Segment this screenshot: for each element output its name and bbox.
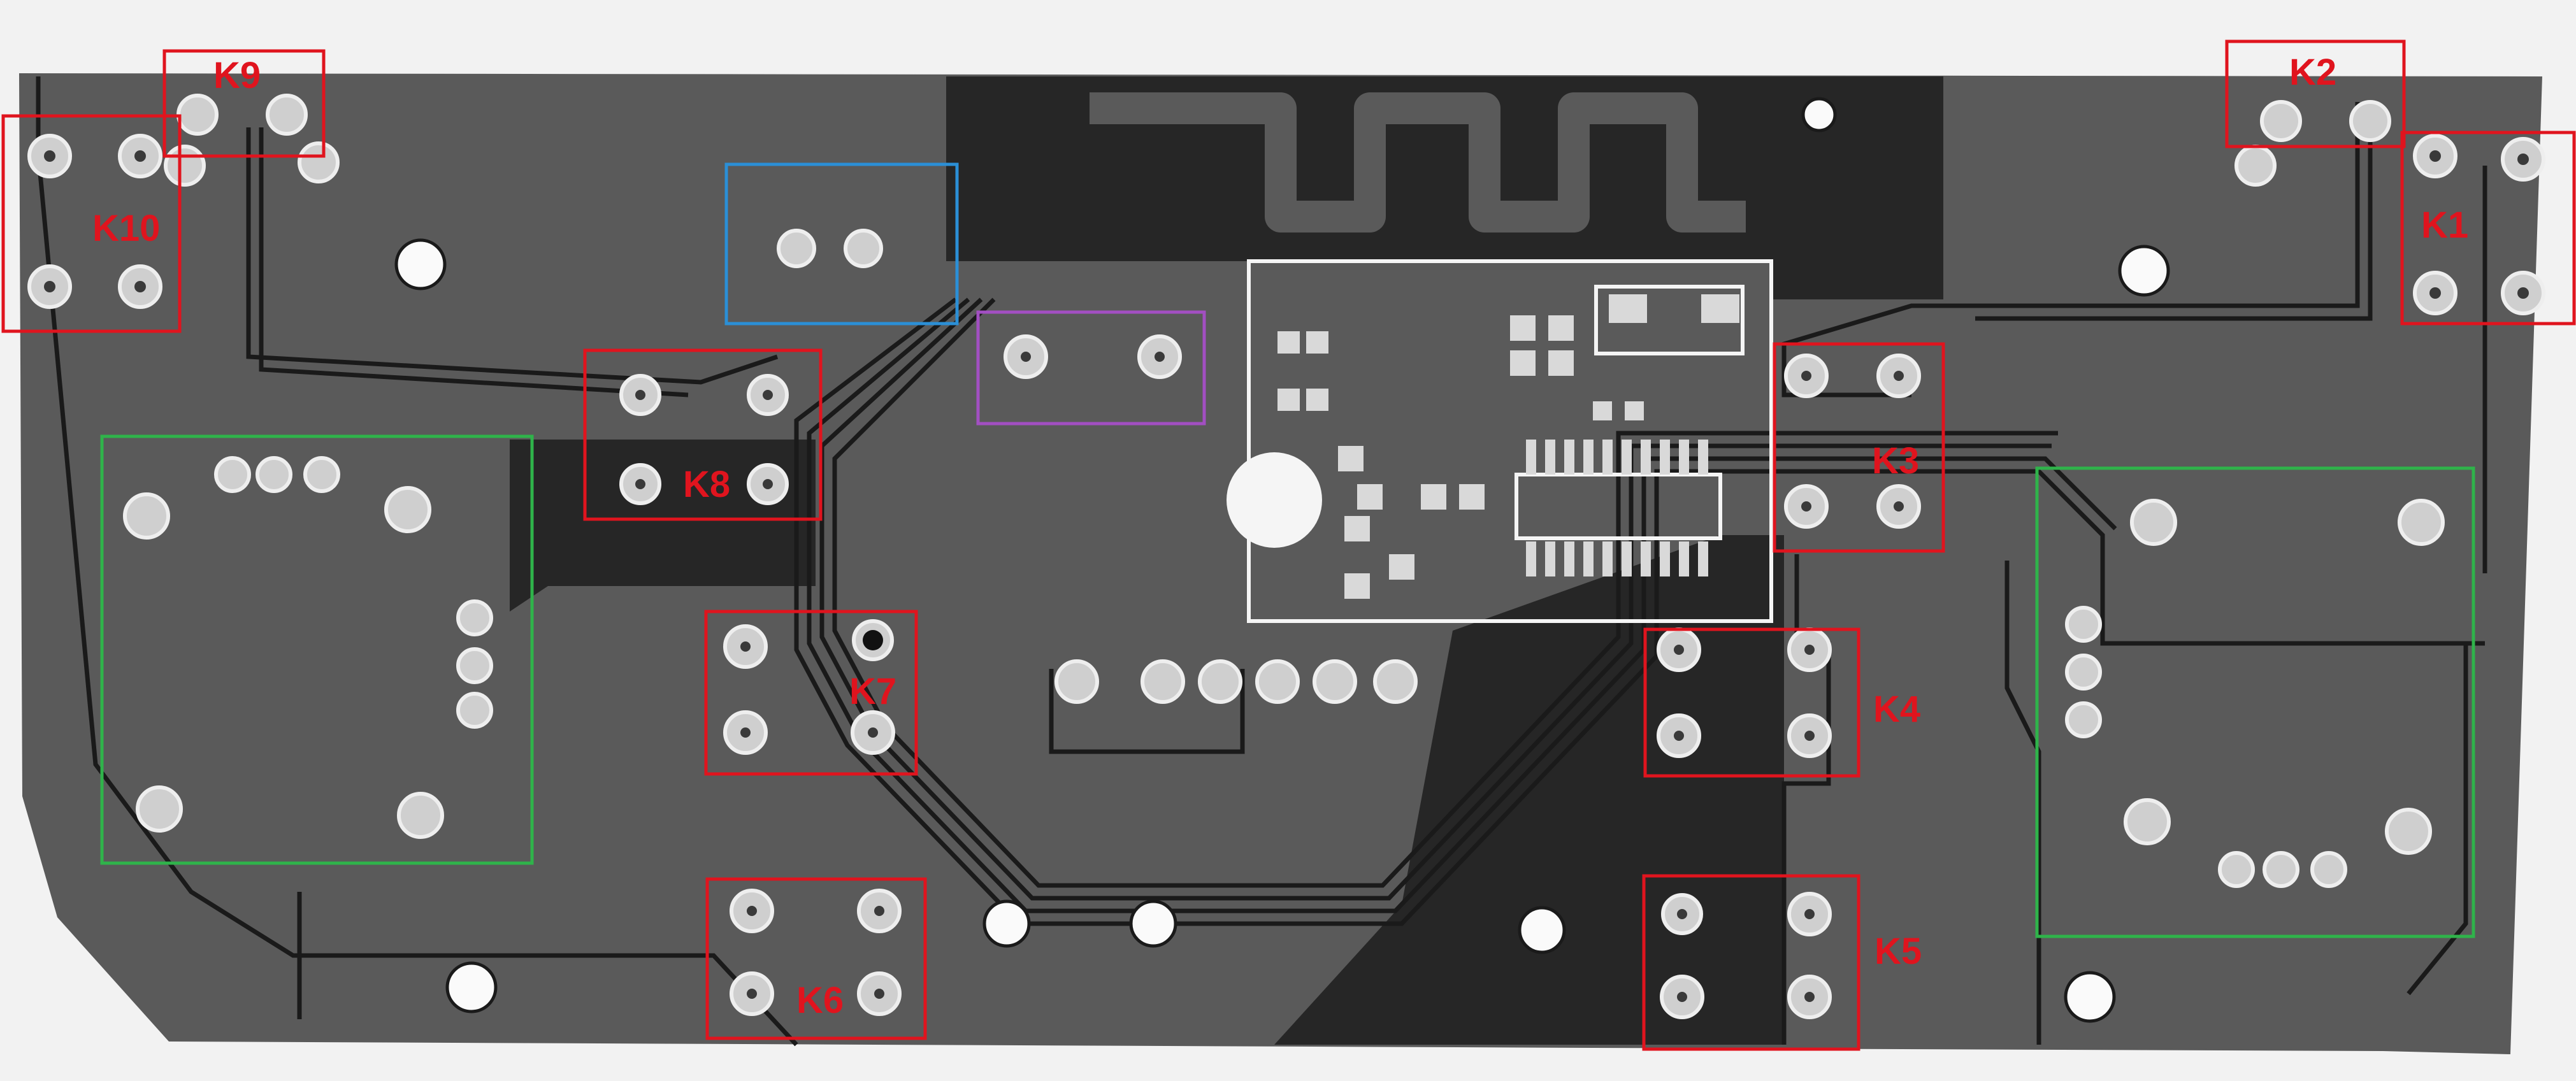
box-k8 (583, 348, 823, 521)
label-k1: K1 (2421, 204, 2468, 246)
label-k5: K5 (1874, 931, 1922, 972)
label-k4: K4 (1873, 689, 1920, 730)
label-k9: K9 (213, 55, 261, 96)
box-k4 (1643, 627, 1860, 778)
label-k7: K7 (849, 671, 896, 712)
label-k3: K3 (1872, 440, 1919, 482)
box-green-left (100, 434, 534, 865)
mounting-holes (394, 97, 2170, 1023)
pcb-board (19, 73, 2542, 1054)
label-k8: K8 (683, 464, 730, 505)
box-k6 (705, 877, 927, 1040)
annotation-boxes-red (1, 39, 2576, 1051)
ic-outline (1515, 473, 1722, 540)
box-k1 (2400, 131, 2576, 326)
box-k7 (704, 610, 918, 776)
label-k10: K10 (92, 208, 160, 249)
annotation-boxes-green (100, 434, 2475, 938)
antenna-trace (1090, 92, 1746, 233)
label-k2: K2 (2289, 52, 2336, 93)
box-k10 (1, 114, 182, 333)
box-k5 (1642, 874, 1860, 1051)
box-k3 (1773, 342, 1945, 553)
box-k9 (162, 49, 326, 158)
crystal-can (1227, 452, 1322, 548)
module-outline (1247, 259, 1773, 623)
box-k2 (2225, 39, 2406, 148)
box-green-right (2035, 466, 2475, 938)
smd-components (1277, 294, 1739, 599)
annotation-labels: K10 K9 K2 K1 K8 K3 K7 K4 K5 K6 (92, 52, 2468, 1021)
silkscreen-module (1247, 259, 1773, 623)
annotation-box-purple (976, 310, 1206, 426)
ic-pins (1526, 440, 1708, 576)
annotation-box-blue (724, 162, 959, 326)
inductor-outline (1594, 285, 1745, 355)
label-k6: K6 (796, 980, 844, 1021)
pad-drills (44, 150, 2529, 1002)
